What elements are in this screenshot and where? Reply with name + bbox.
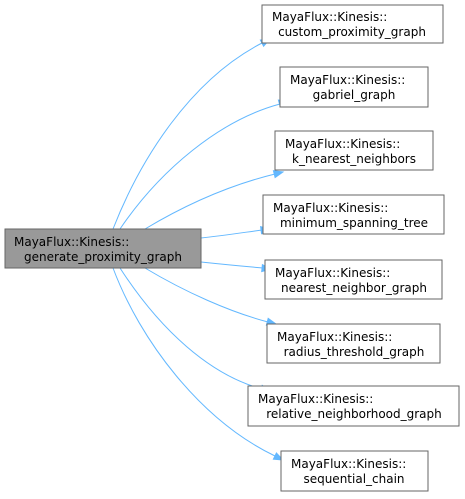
target-line1: MayaFlux::Kinesis:: [273, 201, 388, 215]
target-line1: MayaFlux::Kinesis:: [275, 266, 390, 280]
node-generate-proximity-graph[interactable]: MayaFlux::Kinesis:: generate_proximity_g… [4, 228, 202, 269]
target-line1: MayaFlux::Kinesis:: [291, 457, 406, 471]
edge-to-radius-threshold-graph [144, 267, 269, 323]
edge-to-k-nearest-neighbors-arrowhead [272, 170, 285, 179]
source-line1: MayaFlux::Kinesis:: [14, 235, 129, 249]
target-line2: relative_neighborhood_graph [266, 407, 442, 421]
target-line1: MayaFlux::Kinesis:: [258, 392, 373, 406]
target-line2: gabriel_graph [313, 88, 396, 102]
target-line2: nearest_neighbor_graph [281, 281, 427, 295]
node-sequential-chain[interactable]: MayaFlux::Kinesis:: sequential_chain [280, 450, 429, 492]
node-nearest-neighbor-graph[interactable]: MayaFlux::Kinesis:: nearest_neighbor_gra… [264, 259, 443, 300]
edge-to-nearest-neighbor-graph [200, 261, 264, 269]
target-line2: minimum_spanning_tree [280, 216, 428, 230]
edge-to-k-nearest-neighbors [144, 173, 276, 230]
edge-to-minimum-spanning-tree [200, 229, 263, 239]
source-line2: generate_proximity_graph [24, 250, 182, 264]
target-line2: sequential_chain [303, 472, 404, 486]
node-gabriel-graph[interactable]: MayaFlux::Kinesis:: gabriel_graph [279, 66, 429, 108]
node-box-source [4, 228, 202, 269]
node-radius-threshold-graph[interactable]: MayaFlux::Kinesis:: radius_threshold_gra… [266, 323, 441, 364]
node-minimum-spanning-tree[interactable]: MayaFlux::Kinesis:: minimum_spanning_tre… [262, 194, 445, 235]
target-line1: MayaFlux::Kinesis:: [285, 137, 400, 151]
target-line2: k_nearest_neighbors [292, 152, 416, 166]
node-custom-proximity-graph[interactable]: MayaFlux::Kinesis:: custom_proximity_gra… [261, 4, 444, 44]
edge-to-gabriel-graph [119, 103, 281, 230]
target-line1: MayaFlux::Kinesis:: [277, 330, 392, 344]
target-line1: MayaFlux::Kinesis:: [272, 10, 387, 24]
edge-to-sequential-chain [112, 267, 276, 457]
edges [112, 38, 290, 461]
target-line2: radius_threshold_graph [284, 345, 425, 359]
target-line1: MayaFlux::Kinesis:: [290, 73, 405, 87]
node-k-nearest-neighbors[interactable]: MayaFlux::Kinesis:: k_nearest_neighbors [274, 130, 434, 171]
target-line2: custom_proximity_graph [278, 25, 426, 39]
edge-to-custom-proximity-graph [112, 42, 263, 230]
node-relative-neighborhood-graph[interactable]: MayaFlux::Kinesis:: relative_neighborhoo… [247, 385, 460, 427]
edge-to-relative-neighborhood-graph [119, 267, 263, 390]
